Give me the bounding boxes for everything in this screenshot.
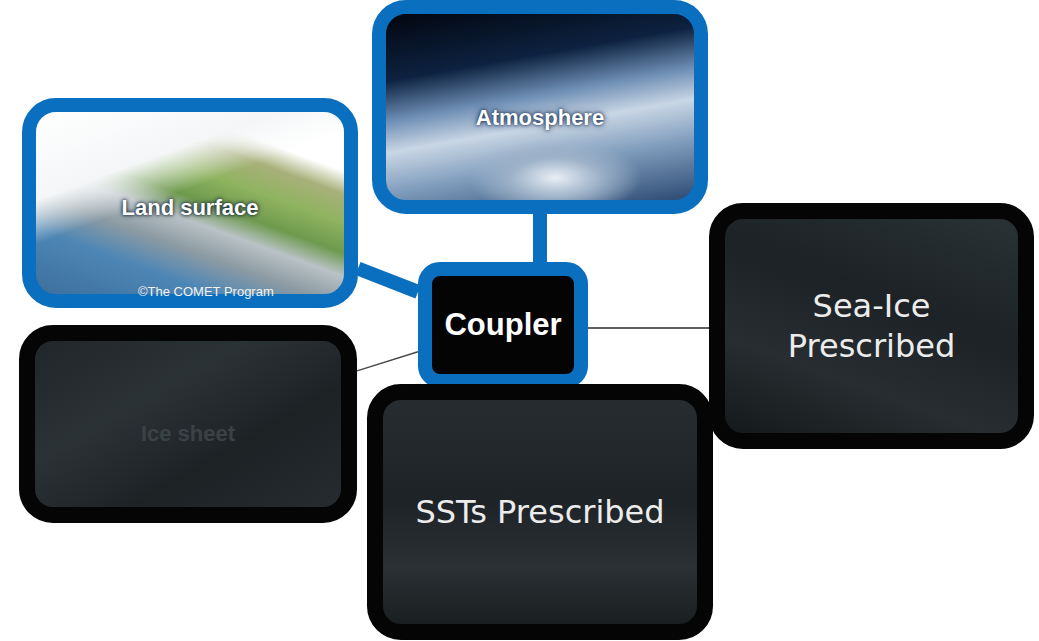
node-label: Land surface	[122, 195, 259, 221]
connector-line	[357, 352, 418, 371]
coupler-box: Coupler	[418, 262, 588, 388]
component-box: SSTs Prescribed	[367, 384, 713, 640]
connector-line	[358, 268, 418, 291]
component-box: Sea-Ice Prescribed	[709, 203, 1034, 449]
node-label: SSTs Prescribed	[415, 492, 664, 532]
connector-line	[588, 327, 709, 329]
credit-text: ©The COMET Program	[138, 284, 274, 299]
node-label: Coupler	[444, 306, 561, 343]
node-label: Sea-Ice Prescribed	[735, 286, 1008, 366]
component-box: Atmosphere	[372, 0, 708, 214]
connector-line	[533, 214, 547, 262]
node-label: Ice sheet	[141, 421, 235, 447]
component-box: Land surface	[22, 98, 358, 308]
component-box: Ice sheet	[19, 325, 357, 523]
node-label: Atmosphere	[476, 105, 604, 131]
